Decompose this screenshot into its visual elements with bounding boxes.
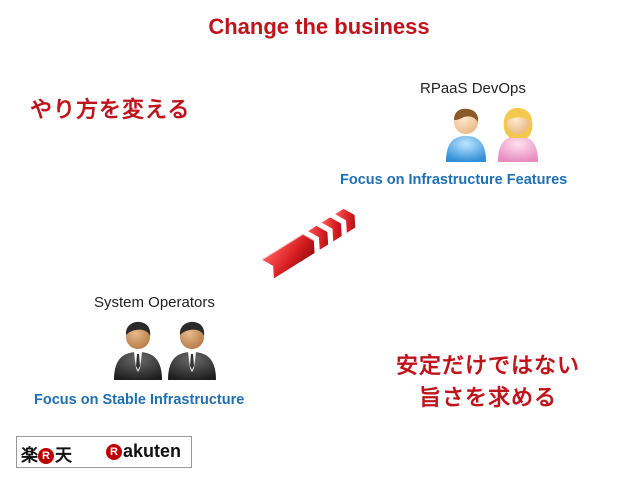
devops-label: RPaaS DevOps [420, 80, 526, 97]
businessman-icon [168, 321, 216, 380]
operators-focus-text: Focus on Stable Infrastructure [34, 392, 245, 408]
female-user-icon [498, 107, 538, 162]
operators-people-icon [114, 321, 216, 380]
devops-focus-text: Focus on Infrastructure Features [340, 172, 568, 188]
bottom-message-line1: 安定だけではない [395, 354, 580, 379]
slide-title: Change the business [208, 14, 430, 39]
male-user-icon [446, 108, 486, 162]
bottom-message-line2: 旨さを求める [418, 386, 557, 411]
chevron-arrow-icon [261, 208, 356, 279]
devops-people-icon [446, 107, 538, 162]
left-message: やり方を変える [30, 98, 191, 123]
rakuten-r-mark-icon: R [38, 448, 54, 464]
businessman-icon [114, 321, 162, 380]
rakuten-r-mark-icon: R [106, 444, 122, 460]
operators-label: System Operators [94, 294, 215, 311]
